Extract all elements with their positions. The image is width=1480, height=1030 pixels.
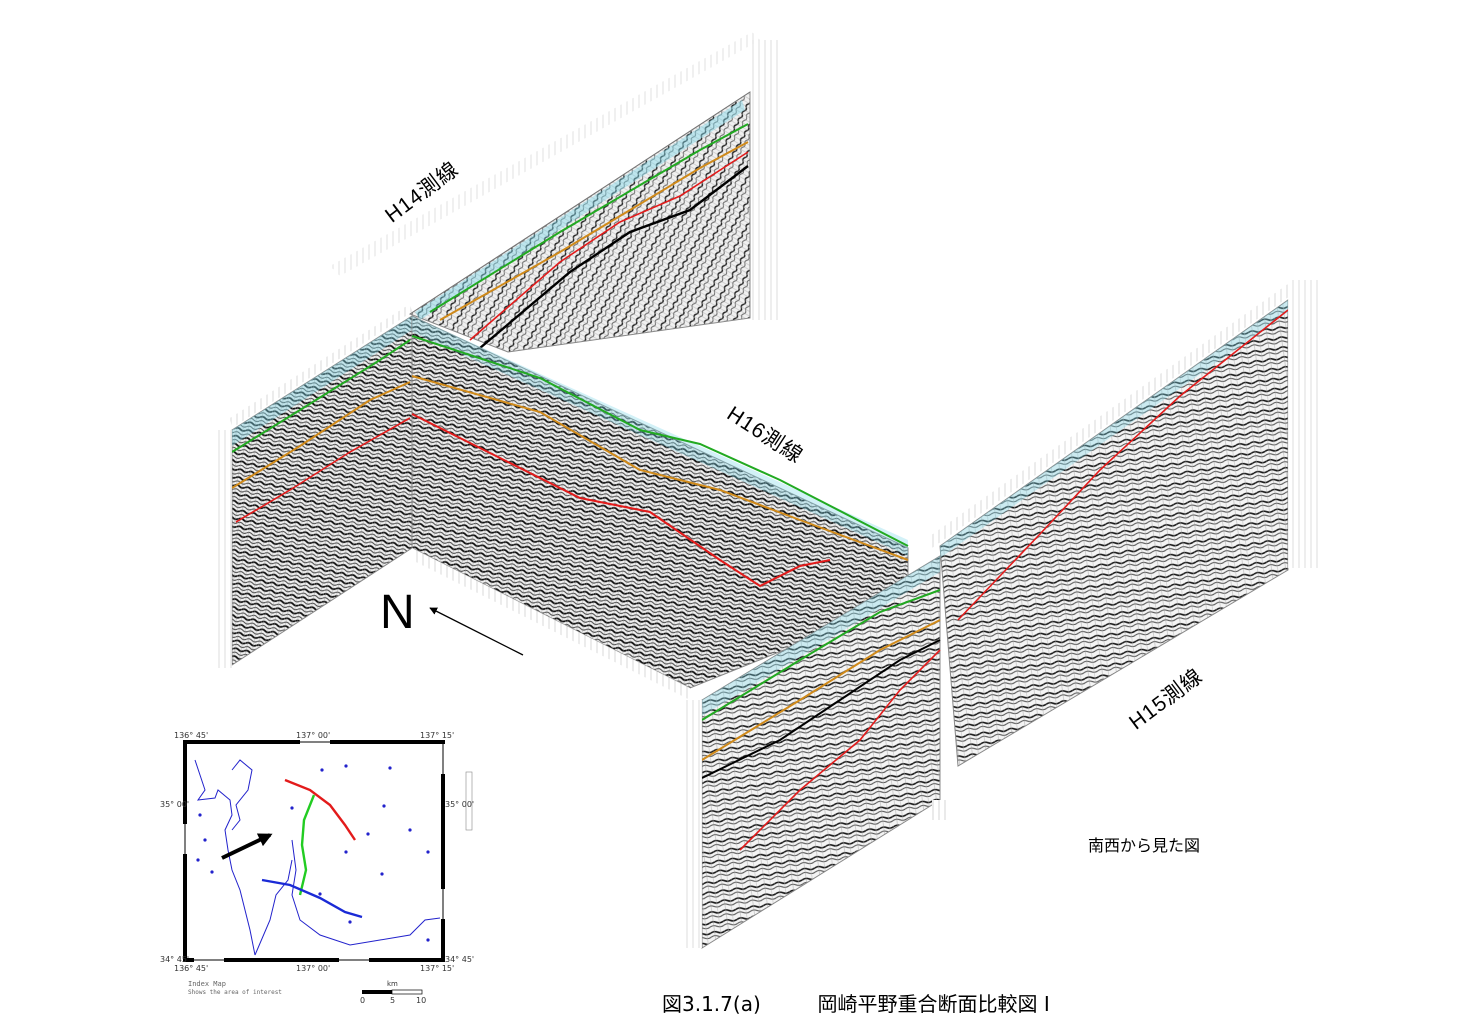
map-scale-5: 5 bbox=[390, 996, 396, 1005]
map-subtitle: Shows the area of interest bbox=[188, 989, 282, 996]
h15-map-line bbox=[261, 878, 363, 919]
map-lat-tick-1-right: 35° 00' bbox=[445, 800, 475, 809]
map-scale-10: 10 bbox=[416, 996, 427, 1005]
north-label: N bbox=[380, 586, 415, 639]
h16-middle-panel bbox=[411, 315, 909, 700]
index-map bbox=[183, 740, 473, 995]
map-title: Index Map bbox=[188, 980, 226, 988]
caption-figure-number: 図3.1.7(a) bbox=[662, 992, 761, 1016]
viewing-direction-arrow bbox=[221, 833, 273, 860]
coastline bbox=[194, 759, 256, 956]
map-lon-tick-3: 137° 15' bbox=[420, 731, 455, 740]
h14-map-line bbox=[284, 778, 356, 841]
view-note: 南西から見た図 bbox=[1088, 838, 1201, 855]
north-arrow bbox=[429, 607, 524, 656]
map-lon-tick-bottom-1: 136° 45' bbox=[174, 964, 209, 973]
figure-caption: 図3.1.7(a) 岡崎平野重合断面比較図 I bbox=[662, 988, 1050, 1017]
map-lat-tick-2-right: 34° 45' bbox=[445, 955, 475, 964]
h16-left-panel bbox=[215, 304, 413, 668]
map-scale-bar bbox=[362, 989, 423, 995]
map-lon-tick-2: 137° 00' bbox=[296, 731, 331, 740]
map-scale-unit: km bbox=[387, 980, 398, 988]
h14-seismic-panel bbox=[330, 32, 778, 353]
h15-front-panel bbox=[686, 555, 950, 949]
map-lat-tick-1: 35° 00' bbox=[160, 800, 190, 809]
map-lon-tick-bottom-2: 137° 00' bbox=[296, 964, 331, 973]
caption-title: 岡崎平野重合断面比較図 I bbox=[817, 992, 1050, 1016]
h16-map-line bbox=[298, 794, 316, 896]
map-lon-tick-1: 136° 45' bbox=[174, 731, 209, 740]
map-scale-0: 0 bbox=[360, 996, 366, 1005]
h15-right-panel bbox=[930, 280, 1318, 767]
map-lon-tick-bottom-3: 137° 15' bbox=[420, 964, 455, 973]
map-lat-tick-2: 34° 45' bbox=[160, 955, 190, 964]
